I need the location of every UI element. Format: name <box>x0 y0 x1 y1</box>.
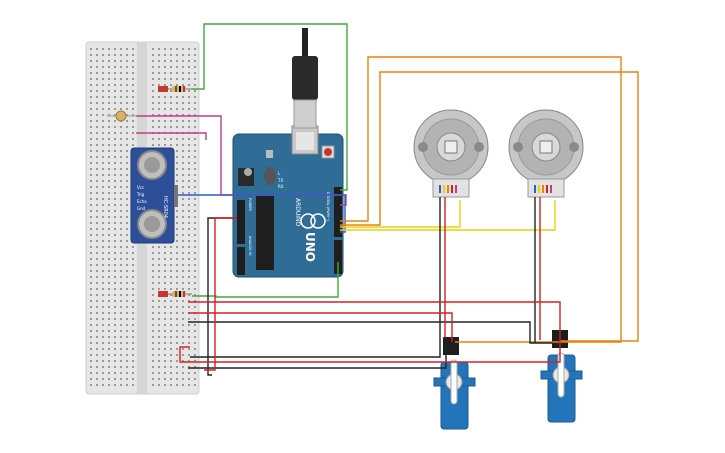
resistor-top[interactable] <box>158 86 192 92</box>
wire-green-top <box>192 23 348 191</box>
sensor-model-label: HC-SR04 <box>162 196 168 218</box>
arduino-analog-label: ANALOG IN <box>248 236 252 256</box>
arduino-tx-label: TX <box>277 178 283 183</box>
wire-black-3 <box>188 321 553 344</box>
sensor-pin-vcc: Vcc <box>137 185 144 190</box>
usb-cable <box>292 28 318 129</box>
stepper-motor-right[interactable] <box>508 109 584 198</box>
wire-red-3 <box>188 301 561 363</box>
arduino-uno-board[interactable]: ARDUINO UNO TX RX L POWER ANALOG IN DIGI… <box>232 125 344 278</box>
wire-blue <box>178 194 346 233</box>
wire-red-4 <box>204 217 237 371</box>
wire-black-4 <box>188 342 447 369</box>
arduino-model-label: UNO <box>303 232 317 262</box>
wire-red-1 <box>188 312 453 342</box>
servo-motor-left[interactable] <box>433 337 476 430</box>
wire-orange-2 <box>340 71 639 342</box>
stepper-leads <box>439 185 552 193</box>
wire-magenta-2 <box>136 132 207 140</box>
stepper-motor-left[interactable] <box>413 109 489 198</box>
wire-yellow-1 <box>340 200 461 228</box>
arduino-digital-label: DIGITAL (PWM~) <box>326 192 330 222</box>
wire-black-1 <box>190 197 441 358</box>
arduino-l-label: L <box>278 171 281 176</box>
wire-orange-1 <box>340 56 622 343</box>
wire-red-2 <box>179 346 190 363</box>
arduino-rx-label: RX <box>278 184 284 189</box>
wires <box>136 23 639 376</box>
photoresistor[interactable] <box>107 110 136 122</box>
ultrasonic-sensor[interactable]: HC-SR04 Vcc Trig Echo Gnd <box>130 147 178 244</box>
servo-motor-right[interactable] <box>540 330 583 423</box>
sensor-pin-trig: Trig <box>136 192 145 197</box>
arduino-brand-label: ARDUINO <box>294 198 301 227</box>
resistor-bottom[interactable] <box>158 291 192 297</box>
sensor-pin-gnd: Gnd <box>137 206 146 211</box>
arduino-power-label: POWER <box>248 198 252 212</box>
sensor-pin-echo: Echo <box>137 199 147 204</box>
wire-yellow-2 <box>340 200 556 231</box>
